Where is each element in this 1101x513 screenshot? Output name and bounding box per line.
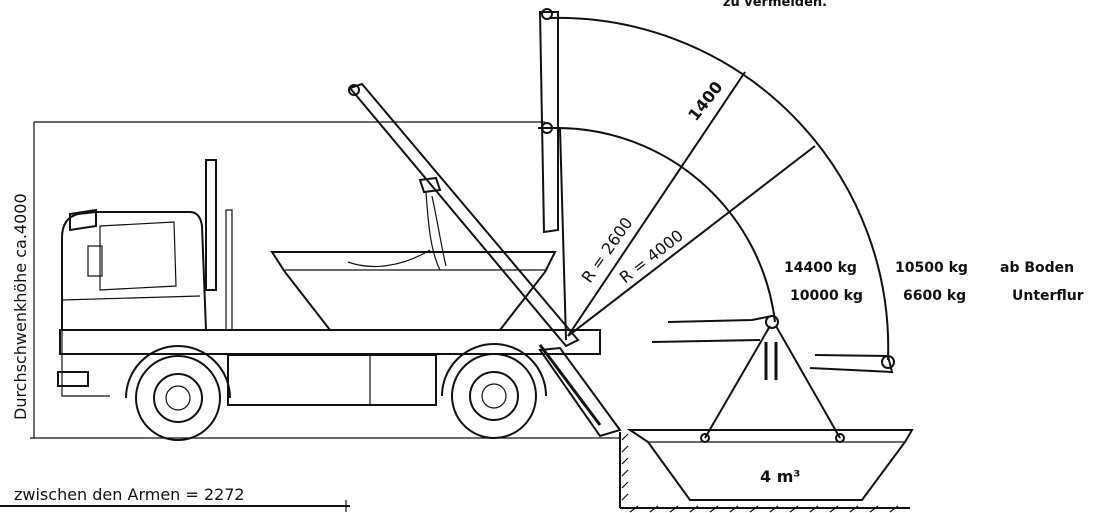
- arm-distance-label: zwischen den Armen = 2272: [14, 485, 245, 504]
- container-volume-label: 4 m³: [760, 467, 800, 486]
- arm-length-label: 1400: [684, 78, 726, 125]
- load-ground-2: 10500 kg: [895, 260, 968, 276]
- load-underfloor-label: Unterflur: [1012, 288, 1084, 304]
- front-wheel: [125, 345, 231, 441]
- truck: [57, 159, 622, 441]
- top-note: zu vermeiden.: [723, 0, 827, 10]
- load-ground-label: ab Boden: [1000, 260, 1074, 276]
- lifting-arms: [347, 8, 816, 348]
- load-ground-1: 14400 kg: [784, 260, 857, 276]
- load-underfloor-1: 10000 kg: [790, 288, 863, 304]
- height-label: Durchschwenkhöhe ca.4000: [11, 193, 30, 420]
- ground-hatch: [619, 432, 910, 513]
- rear-wheel: [441, 343, 547, 439]
- arm-distance-line: [0, 500, 350, 512]
- swing-arcs: [549, 16, 895, 374]
- height-frame: [30, 121, 620, 439]
- load-underfloor-2: 6600 kg: [903, 288, 966, 304]
- extended-container: [626, 315, 914, 501]
